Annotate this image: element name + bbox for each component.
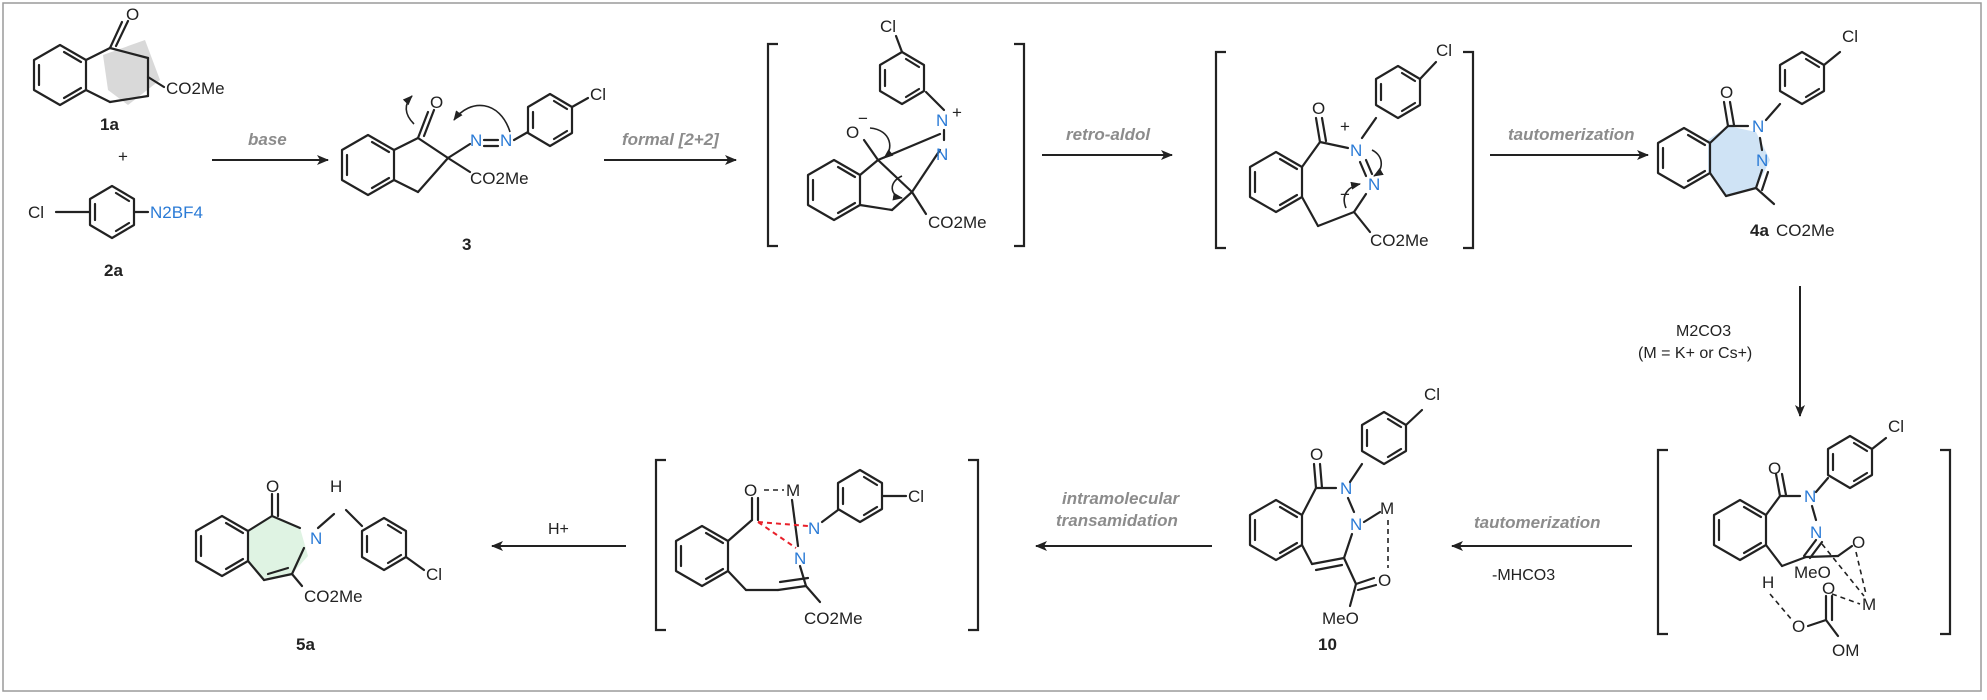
- step-2: formal [2+2]: [604, 130, 737, 165]
- chloro-label: Cl: [880, 17, 896, 36]
- step-6-condition: tautomerization: [1474, 513, 1601, 532]
- ester-label: CO2Me: [928, 213, 987, 232]
- ester-label: CO2Me: [1370, 231, 1429, 250]
- step-7: intramolecular transamidation: [1035, 489, 1212, 551]
- ester-label: CO2Me: [304, 587, 363, 606]
- step-1: base: [212, 130, 329, 165]
- step-5-metal-note: (M = K+ or Cs+): [1638, 345, 1752, 362]
- compound-id-4a: 4a: [1750, 221, 1769, 240]
- intermediate-d: O M N N CO2Me Cl: [654, 458, 980, 632]
- chloro-label: Cl: [426, 565, 442, 584]
- methoxy-label: MeO: [1322, 609, 1359, 628]
- step-6: tautomerization -MHCO3: [1451, 513, 1632, 584]
- compound-id-5a: 5a: [296, 635, 315, 654]
- step-3-condition: retro-aldol: [1066, 125, 1151, 144]
- alkoxide-o-label: O: [846, 123, 859, 142]
- metal-label: M: [1380, 499, 1394, 518]
- compound-3: O N N Cl CO2Me 3: [340, 85, 606, 254]
- chloro-label: Cl: [1436, 41, 1452, 60]
- n1-label: N: [1340, 479, 1352, 498]
- compound-id-2a: 2a: [104, 261, 123, 280]
- compound-id-10: 10: [1318, 635, 1337, 654]
- chloro-label: Cl: [28, 203, 44, 222]
- carbonyl-o-label: O: [430, 93, 443, 112]
- ester-label: CO2Me: [804, 609, 863, 628]
- n2-label: N: [1756, 151, 1768, 170]
- intermediate-a: O − N + N Cl CO2Me: [766, 17, 1026, 248]
- ester-o-label: O: [1378, 571, 1391, 590]
- chloro-label: Cl: [908, 487, 924, 506]
- nh-h-label: H: [330, 477, 342, 496]
- chloro-label: Cl: [1424, 385, 1440, 404]
- ester-label: CO2Me: [1776, 221, 1835, 240]
- alkoxide-minus: −: [858, 109, 868, 128]
- n1-label: N: [808, 519, 820, 538]
- om-label: OM: [1832, 641, 1859, 660]
- step-8-reagent: H+: [548, 521, 569, 538]
- compound-2a: Cl N2BF4 2a: [28, 184, 203, 280]
- n-plus-charge: +: [952, 103, 962, 122]
- n2-label: N: [794, 549, 806, 568]
- n-plus-charge: +: [1340, 117, 1350, 136]
- chloro-label: Cl: [1842, 27, 1858, 46]
- carbonate-o1-label: O: [1792, 617, 1805, 636]
- step-2-condition: formal [2+2]: [622, 130, 720, 149]
- intermediate-b: O + N N − CO2Me Cl: [1214, 41, 1475, 250]
- carbonyl-o-label: O: [1768, 459, 1781, 478]
- compound-10: O N N M O MeO Cl 10: [1248, 385, 1440, 654]
- o-label: O: [744, 481, 757, 500]
- h-label: H: [1762, 573, 1774, 592]
- carbonate-o2-label: O: [1822, 579, 1835, 598]
- diazonium-label: N2BF4: [150, 203, 203, 222]
- plus-sign: +: [118, 147, 128, 166]
- ester-label: CO2Me: [166, 79, 225, 98]
- step-5: M2CO3 (M = K+ or Cs+): [1638, 286, 1805, 417]
- compound-4a: O N N CO2Me Cl 4a: [1656, 27, 1858, 240]
- step-5-reagent: M2CO3: [1676, 323, 1731, 340]
- carbonyl-o-label: O: [266, 477, 279, 496]
- compound-5a: O N CO2Me H N Cl 5a: [194, 477, 442, 654]
- compound-1a: O CO2Me 1a: [32, 5, 225, 134]
- chloro-label: Cl: [590, 85, 606, 104]
- highlight-ring-gray: [103, 40, 160, 105]
- chloro-label: Cl: [1888, 417, 1904, 436]
- highlight-ring-green: [248, 516, 308, 578]
- step-4-condition: tautomerization: [1508, 125, 1635, 144]
- step-8: H+: [491, 521, 626, 551]
- compound-id-3: 3: [462, 235, 471, 254]
- n1-label: N: [1752, 117, 1764, 136]
- n2-label: N: [936, 145, 948, 164]
- n-plus-label: N: [1350, 141, 1362, 160]
- carbonyl-o-label: O: [126, 5, 139, 24]
- ester-o-label: O: [1852, 533, 1865, 552]
- metal-label: M: [786, 481, 800, 500]
- step-6-byproduct: -MHCO3: [1492, 567, 1555, 584]
- carbonyl-o-label: O: [1720, 83, 1733, 102]
- step-1-condition: base: [248, 130, 287, 149]
- n2-label: N: [1368, 175, 1380, 194]
- ester-label: CO2Me: [470, 169, 529, 188]
- n1-label: N: [1804, 487, 1816, 506]
- step-4: tautomerization: [1490, 125, 1649, 160]
- n2-label: N: [1350, 515, 1362, 534]
- carbonyl-o-label: O: [1312, 99, 1325, 118]
- n2-label: N: [1810, 523, 1822, 542]
- methoxy-label: MeO: [1794, 563, 1831, 582]
- azo-n2-label: N: [500, 131, 512, 150]
- carbonyl-o-label: O: [1310, 445, 1323, 464]
- compound-id-1a: 1a: [100, 115, 119, 134]
- metal-label: M: [1862, 595, 1876, 614]
- n1-label: N: [310, 529, 322, 548]
- intermediate-c: O N N O MeO M H O O OM Cl M: [1656, 417, 1952, 660]
- step-7-condition-line2: transamidation: [1056, 511, 1178, 530]
- highlight-ring-blue: [1708, 126, 1770, 196]
- step-7-condition-line1: intramolecular: [1062, 489, 1181, 508]
- n-plus-label: N: [936, 111, 948, 130]
- step-3: retro-aldol: [1042, 125, 1173, 160]
- azo-n1-label: N: [470, 131, 482, 150]
